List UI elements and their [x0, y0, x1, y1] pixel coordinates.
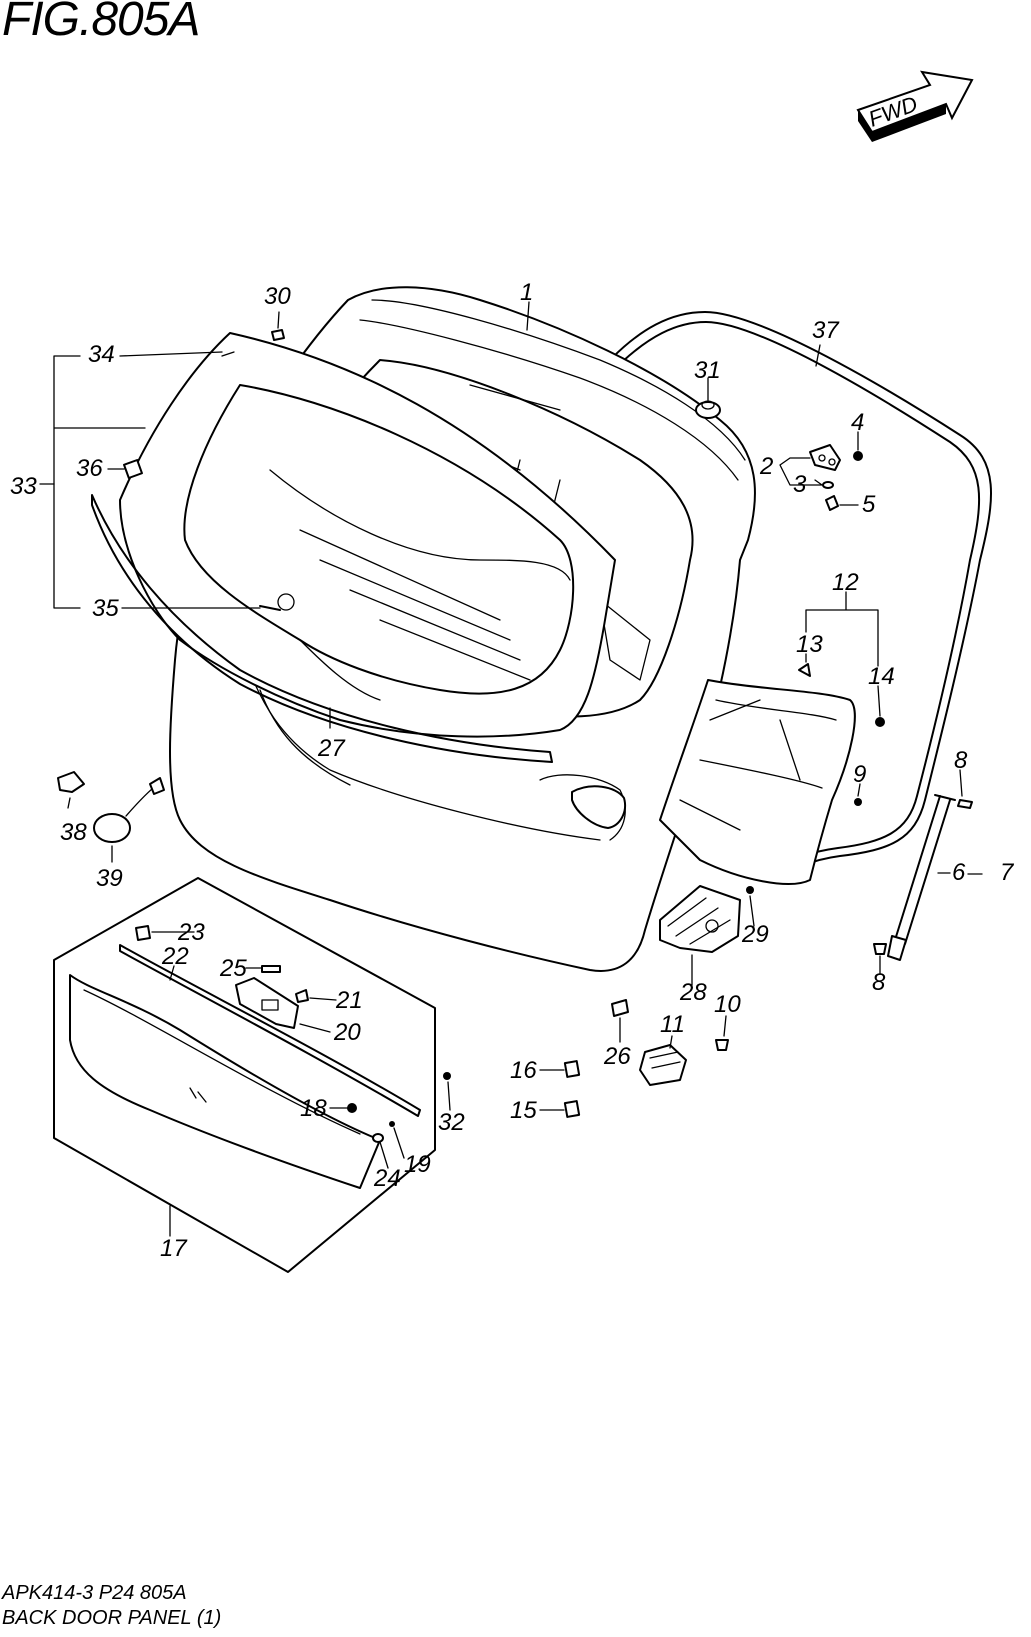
- callout-11: 11: [660, 1011, 685, 1038]
- callout-30: 30: [264, 283, 291, 310]
- callout-12: 12: [832, 569, 859, 596]
- figure-title: FIG.805A: [2, 0, 200, 46]
- callout-10: 10: [714, 991, 741, 1018]
- clip-30: [271, 329, 285, 341]
- figure-name: BACK DOOR PANEL (1): [2, 1607, 222, 1629]
- back-door-trim: [659, 663, 885, 885]
- callout-39: 39: [96, 865, 123, 892]
- callout-14: 14: [868, 663, 895, 690]
- callout-3: 3: [793, 471, 807, 498]
- callout-36: 36: [76, 455, 103, 482]
- callout-5: 5: [862, 491, 876, 518]
- callout-29: 29: [741, 921, 769, 948]
- fastener-24: [372, 1133, 384, 1143]
- grommet-31: [695, 400, 721, 419]
- callout-16: 16: [510, 1057, 537, 1084]
- back-door-glass: [119, 332, 616, 738]
- callout-38: 38: [60, 819, 87, 846]
- callout-13: 13: [796, 631, 823, 658]
- back-door-opener: [611, 999, 687, 1086]
- callout-15: 15: [510, 1097, 537, 1124]
- callout-9: 9: [853, 761, 866, 788]
- drawing-code: APK414-3 P24 805A: [2, 1582, 187, 1604]
- license-lamp: [57, 771, 165, 843]
- callout-19: 19: [404, 1151, 431, 1178]
- fastener-19: [389, 1121, 395, 1127]
- callout-24: 24: [373, 1165, 401, 1192]
- callout-23: 23: [177, 919, 205, 946]
- callout-22: 22: [161, 943, 189, 970]
- callout-20: 20: [333, 1019, 361, 1046]
- callout-31: 31: [694, 357, 721, 384]
- callout-26: 26: [603, 1043, 631, 1070]
- fastener-18: [347, 1103, 357, 1113]
- callout-8-upper: 8: [954, 747, 968, 774]
- callout-8-lower: 8: [872, 969, 886, 996]
- back-door-weatherstrip: [611, 311, 992, 881]
- callout-34: 34: [88, 341, 115, 368]
- garnish-opener-handle: [235, 965, 309, 1029]
- callout-7: 7: [1000, 859, 1015, 886]
- back-door-garnish-assembly: [53, 877, 436, 1273]
- callout-1: 1: [520, 279, 533, 306]
- callout-17: 17: [160, 1235, 188, 1262]
- back-door-lock: [659, 885, 754, 1051]
- back-door-gas-strut: [873, 794, 973, 961]
- pad-15: [563, 1100, 581, 1118]
- glass-spacer-36: [123, 459, 143, 479]
- callout-33: 33: [10, 473, 37, 500]
- pad-16: [563, 1060, 581, 1078]
- fwd-arrow-icon: FWD: [856, 70, 974, 142]
- callout-25: 25: [219, 955, 247, 982]
- callout-27: 27: [317, 735, 346, 762]
- callout-37: 37: [812, 317, 840, 344]
- callout-6: 6: [952, 859, 966, 886]
- upper-garnish-molding: [91, 494, 553, 763]
- callout-21: 21: [335, 987, 363, 1014]
- callout-4: 4: [851, 409, 864, 436]
- cap-9: [854, 798, 862, 806]
- callout-labels: 1 2 3 4 5 6 7 8 8 9 10 11 12 13 14 15 16…: [10, 279, 1015, 1262]
- callout-2: 2: [759, 453, 773, 480]
- back-door-hinge: [809, 444, 863, 511]
- callout-28: 28: [679, 979, 707, 1006]
- leader-lines: [39, 301, 963, 1237]
- fastener-32: [443, 1072, 451, 1080]
- callout-35: 35: [92, 595, 119, 622]
- callout-18: 18: [300, 1095, 327, 1122]
- callout-32: 32: [438, 1109, 465, 1136]
